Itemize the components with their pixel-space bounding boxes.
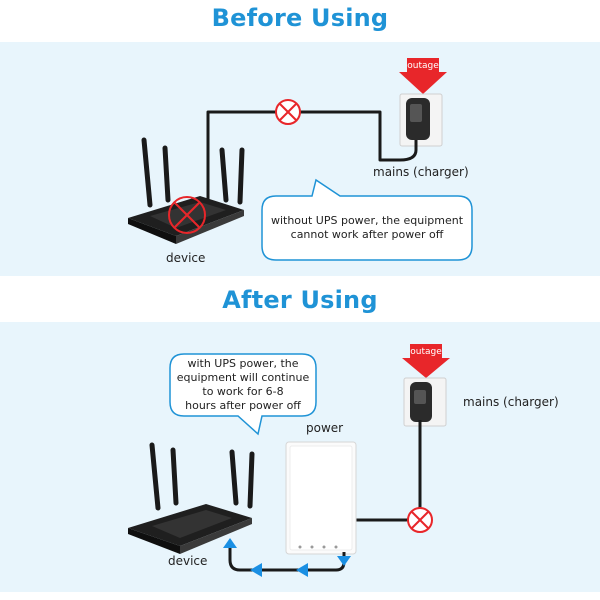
after-bubble-text: with UPS power, the equipment will conti… [172, 357, 314, 413]
before-device-cross-icon [168, 196, 206, 234]
before-cable [195, 110, 418, 207]
ups-power-box [285, 441, 357, 555]
before-bubble-line-2: cannot work after power off [290, 228, 444, 241]
before-cable-cross-icon [275, 99, 301, 125]
power-flow-arrows [223, 538, 351, 577]
flow-arrow-left-1 [296, 563, 308, 577]
after-outage-arrow [402, 344, 450, 378]
after-bubble-line-3: to work for 6-8 [202, 385, 284, 398]
before-bubble-line-1: without UPS power, the equipment [270, 214, 464, 227]
before-device-label: device [166, 251, 206, 265]
after-wall-socket [403, 377, 447, 427]
after-outage-label: outage [410, 347, 442, 357]
after-speech-bubble [169, 353, 317, 436]
after-title: After Using [222, 286, 378, 314]
before-speech-bubble [261, 178, 473, 261]
flow-arrow-left-2 [250, 563, 262, 577]
after-power-label: power [306, 421, 344, 435]
after-bubble-line-4: hours after power off [185, 399, 301, 412]
before-outage-label: outage [407, 61, 439, 71]
after-router-icon [128, 442, 255, 554]
flow-arrow-up [223, 538, 237, 548]
before-mains-label: mains (charger) [373, 165, 469, 179]
before-bubble-text: without UPS power, the equipment cannot … [264, 214, 470, 242]
after-mains-label: mains (charger) [463, 395, 559, 409]
after-cable-cross-icon [407, 507, 433, 533]
after-bubble-line-1: with UPS power, the [187, 357, 299, 370]
after-device-label: device [168, 554, 208, 568]
before-title: Before Using [211, 4, 389, 32]
before-outage-arrow [399, 58, 447, 94]
after-bubble-line-2: equipment will continue [176, 371, 310, 384]
before-wall-socket [399, 93, 443, 147]
after-mains-cable [356, 420, 422, 522]
flow-arrow-down [337, 556, 351, 566]
